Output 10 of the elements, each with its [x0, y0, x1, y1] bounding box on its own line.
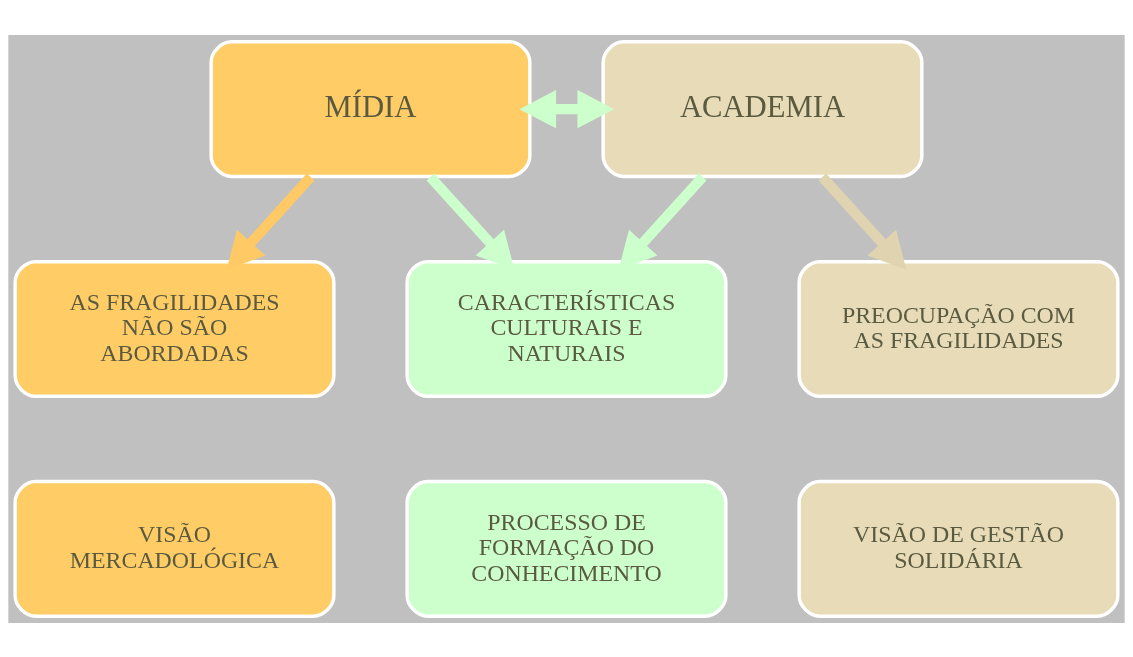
node-box: VISÃO DE GESTÃO SOLIDÁRIA [797, 479, 1120, 618]
node-box: VISÃO MERCADOLÓGICA [13, 479, 336, 618]
node-box: CARACTERÍSTICAS CULTURAIS E NATURAIS [405, 259, 728, 398]
node-box: PREOCUPAÇÃO COM AS FRAGILIDADES [797, 259, 1120, 398]
node-box: PROCESSO DE FORMAÇÃO DO CONHECIMENTO [405, 479, 728, 618]
node-box: ACADEMIA [601, 39, 924, 178]
node-box: AS FRAGILIDADES NÃO SÃO ABORDADAS [13, 259, 336, 398]
arrow [818, 173, 907, 270]
arrow [519, 89, 614, 128]
node-box: MÍDIA [209, 39, 532, 178]
